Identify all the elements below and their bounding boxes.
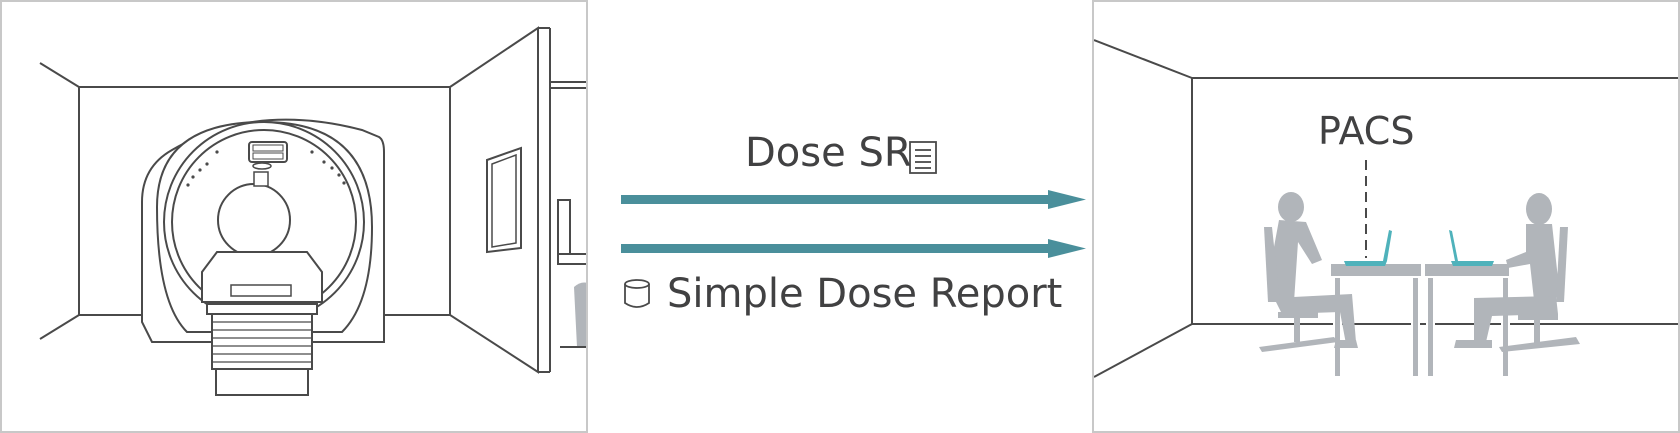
pacs-room-illustration xyxy=(1094,39,1678,378)
ceiling-corner-line xyxy=(1094,39,1193,79)
arrow-dose-sr-head xyxy=(1048,190,1086,209)
floor-corner-line xyxy=(1094,323,1193,378)
document-icon xyxy=(909,141,937,174)
arrow-dose-sr-shaft xyxy=(621,195,1053,204)
database-icon xyxy=(624,279,650,308)
patient-table-base xyxy=(211,313,313,370)
ct-room-panel xyxy=(0,0,588,433)
person-right-silhouette xyxy=(1454,193,1580,352)
ct-room-illustration xyxy=(39,26,586,396)
arrow-simple-report-shaft xyxy=(621,244,1053,253)
pacs-room-panel: PACS xyxy=(1092,0,1680,433)
arrow-simple-report-head xyxy=(1048,239,1086,258)
table-pedestal xyxy=(215,368,309,396)
ceiling-corner-line-left xyxy=(39,62,80,88)
dose-sr-label: Dose SR xyxy=(745,130,912,176)
floor-corner-line-left xyxy=(39,314,80,340)
ct-scanner xyxy=(141,118,385,396)
desks xyxy=(1329,262,1511,378)
laptops xyxy=(1344,230,1494,266)
observation-window xyxy=(486,146,522,254)
pacs-label: PACS xyxy=(1318,109,1415,153)
simple-dose-report-label: Simple Dose Report xyxy=(667,271,1063,317)
person-left-silhouette xyxy=(1259,192,1358,352)
